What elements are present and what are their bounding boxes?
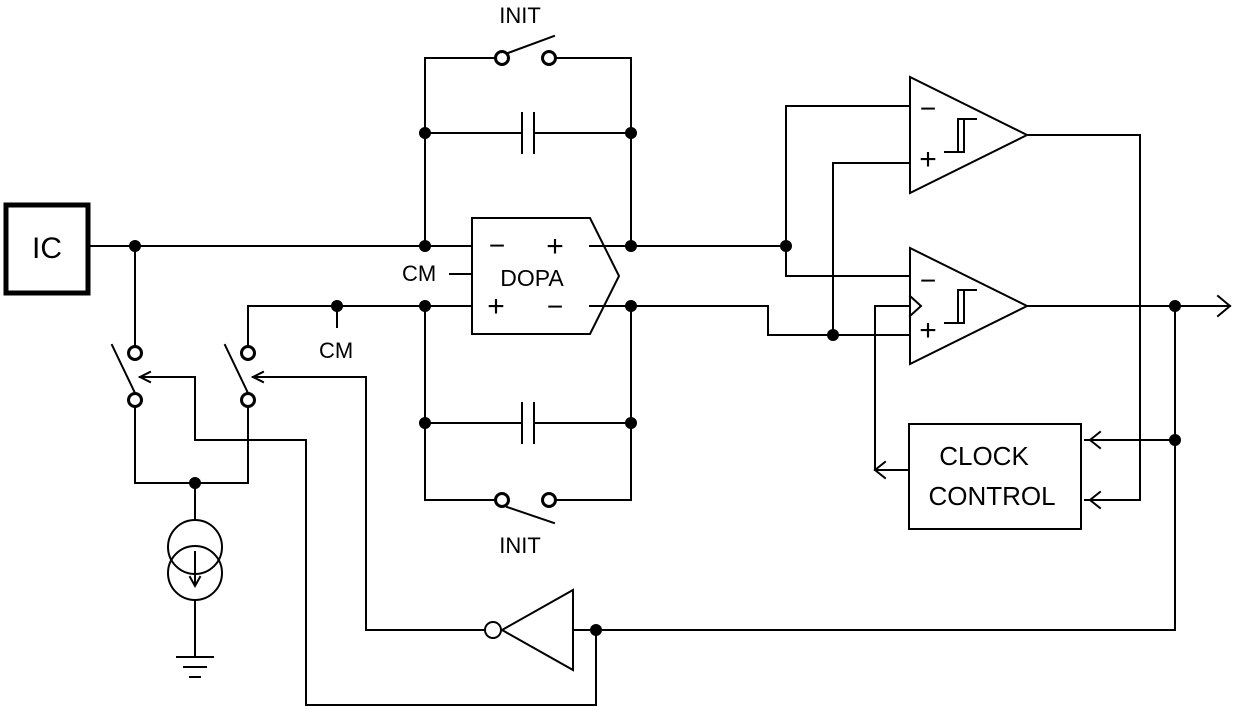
clock-arrow-icon — [873, 460, 887, 480]
clock-control-block: CLOCK CONTROL — [908, 423, 1082, 530]
ic-block: IC — [3, 202, 91, 296]
dopa-amplifier: DOPA − + + − — [471, 217, 621, 335]
comparator-top-plus: + — [919, 143, 937, 176]
right-switch — [223, 343, 486, 631]
ic-label: IC — [32, 232, 62, 265]
ground-symbol — [176, 656, 214, 678]
cm-node-label: CM — [319, 338, 353, 363]
bottom-feedback-network — [424, 305, 632, 525]
current-source — [134, 482, 249, 657]
comparator-bottom-plus: + — [919, 314, 937, 347]
clock-control-line2: CONTROL — [928, 481, 1055, 511]
top-feedback-network — [424, 34, 632, 247]
output-arrow-icon — [1216, 294, 1232, 318]
dopa-in-bottom-sign: + — [487, 290, 505, 323]
input-wires — [87, 245, 473, 346]
comparator-bottom: − + — [908, 246, 1030, 366]
input-arrow-icon — [1088, 430, 1102, 450]
clock-control-line1: CLOCK — [939, 441, 1029, 471]
cm-dopa-label: CM — [402, 261, 436, 286]
dopa-output-wires — [589, 105, 911, 336]
junction-dots — [129, 127, 1181, 636]
comparator-top-minus: − — [920, 93, 936, 124]
inverter — [484, 588, 574, 672]
input-arrow-icon — [1088, 490, 1102, 510]
dopa-out-bottom-sign: − — [547, 291, 563, 322]
dopa-in-top-sign: − — [489, 230, 505, 261]
clock-input-icon — [908, 294, 923, 318]
comparator-bottom-minus: − — [920, 265, 936, 296]
comparator-top: − + — [909, 75, 1030, 195]
init-top-label: INIT — [499, 3, 541, 28]
init-bottom-label: INIT — [499, 533, 541, 558]
dopa-out-top-sign: + — [546, 230, 564, 263]
dopa-label: DOPA — [500, 265, 564, 291]
left-switch — [110, 343, 597, 706]
